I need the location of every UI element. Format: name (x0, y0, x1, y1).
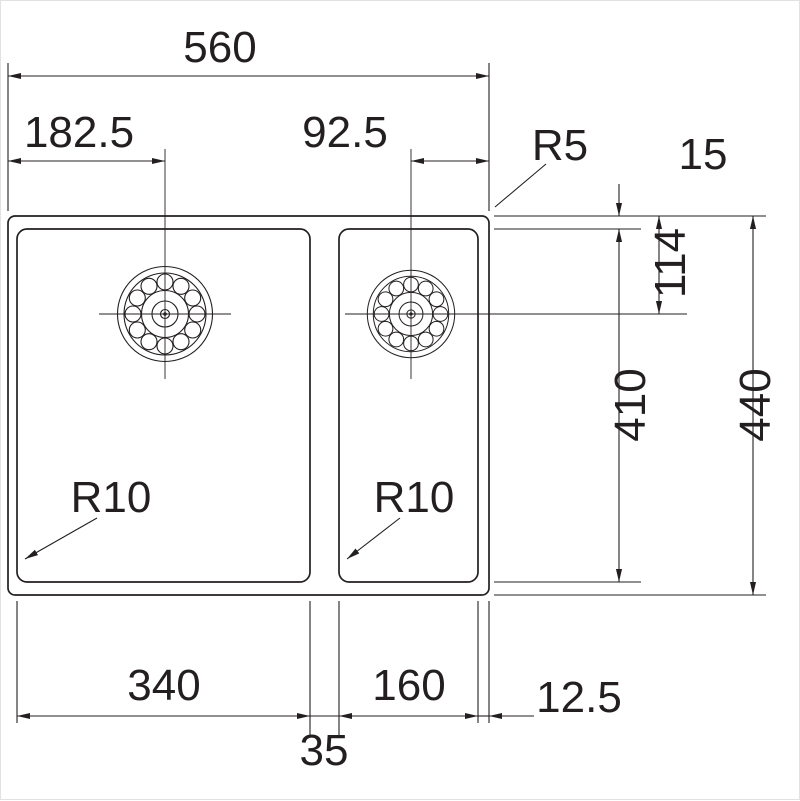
dim-label-r10-right: R10 (374, 473, 455, 522)
dim-label-12-5: 12.5 (536, 673, 622, 722)
right-bowl (338, 228, 479, 583)
dim-label-182-5: 182.5 (24, 108, 134, 157)
dimension-overall-depth: 440 (731, 215, 780, 596)
dim-label-440: 440 (731, 368, 780, 441)
left-bowl (16, 228, 311, 583)
dimension-bowl-length: 410 (606, 228, 655, 583)
dim-label-15: 15 (679, 130, 728, 179)
dimension-left-bowl-width: 340 (16, 661, 311, 720)
dim-label-340: 340 (127, 661, 200, 710)
dim-label-410: 410 (606, 368, 655, 441)
dimension-left-drain-offset: 182.5 (7, 108, 166, 165)
dim-label-r10-left: R10 (71, 473, 152, 522)
sink-outline-group (7, 215, 490, 596)
dimension-right-bowl-radius: R10 (346, 473, 455, 560)
dimension-overall-width: 560 (7, 23, 490, 80)
centerlines (99, 149, 687, 379)
dim-label-92-5: 92.5 (302, 108, 388, 157)
dimension-outer-corner-radius: R5 (494, 121, 588, 208)
dim-label-r5: R5 (532, 121, 588, 170)
sink-outer-rim (7, 215, 490, 596)
dim-label-35: 35 (300, 726, 349, 775)
dimension-right-bowl-width: 160 (338, 661, 479, 720)
dimension-divider-width: 35 (300, 715, 349, 775)
dimension-top-rim: 15 (615, 130, 728, 217)
dim-label-114: 114 (646, 228, 695, 298)
dim-label-160: 160 (372, 661, 445, 710)
dimension-right-drain-offset: 92.5 (302, 108, 490, 165)
dimension-left-bowl-radius: R10 (24, 473, 152, 560)
dimension-side-rim: 12.5 (478, 673, 622, 722)
dim-label-560: 560 (183, 23, 256, 72)
dimension-drain-from-top: 114 (646, 215, 695, 315)
